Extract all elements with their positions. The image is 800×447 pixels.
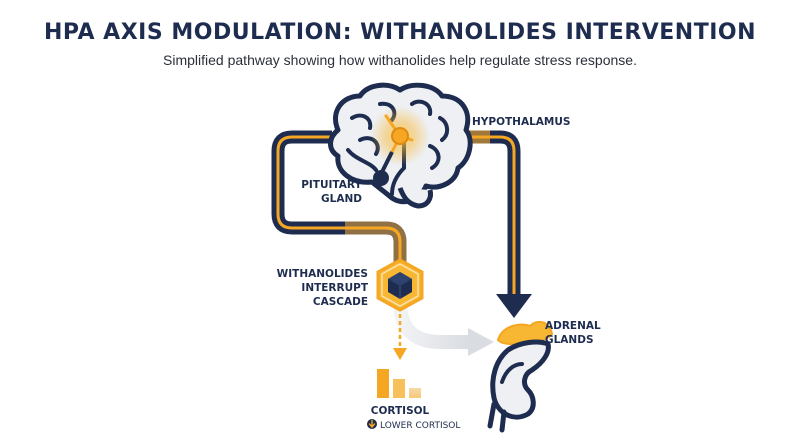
page-title: HPA AXIS MODULATION: WITHANOLIDES INTERV… xyxy=(43,20,757,45)
pituitary-label-line2: GLAND xyxy=(321,193,362,205)
cortisol-label: CORTISOL xyxy=(371,405,430,417)
page-subtitle: Simplified pathway showing how withanoli… xyxy=(163,52,637,68)
down-arrow-icon xyxy=(393,314,407,360)
inhibited-pathway-arrow xyxy=(393,298,494,356)
pituitary-pathway xyxy=(271,130,407,262)
lower-cortisol-badge: LOWER CORTISOL xyxy=(367,419,460,431)
kidney-icon xyxy=(487,320,554,433)
withanolides-label-line2: INTERRUPT xyxy=(301,282,368,294)
brain-icon xyxy=(328,82,473,209)
withanolides-label-line1: WITHANOLIDES xyxy=(277,268,368,280)
adrenal-pathway xyxy=(462,130,532,318)
adrenal-label-line1: ADRENAL xyxy=(545,320,601,332)
lower-cortisol-label: LOWER CORTISOL xyxy=(380,421,460,431)
withanolides-label-line3: CASCADE xyxy=(313,296,368,308)
adrenal-arrowhead xyxy=(496,294,532,318)
pituitary-node xyxy=(373,170,389,186)
hypothalamus-node xyxy=(391,127,409,145)
hypothalamus-label: HYPOTHALAMUS xyxy=(472,116,570,128)
adrenal-label-line2: GLANDS xyxy=(545,334,594,346)
pituitary-label-line1: PITUITARY xyxy=(301,179,362,191)
bar-chart-icon xyxy=(377,369,421,398)
hexagon-icon xyxy=(376,258,424,312)
